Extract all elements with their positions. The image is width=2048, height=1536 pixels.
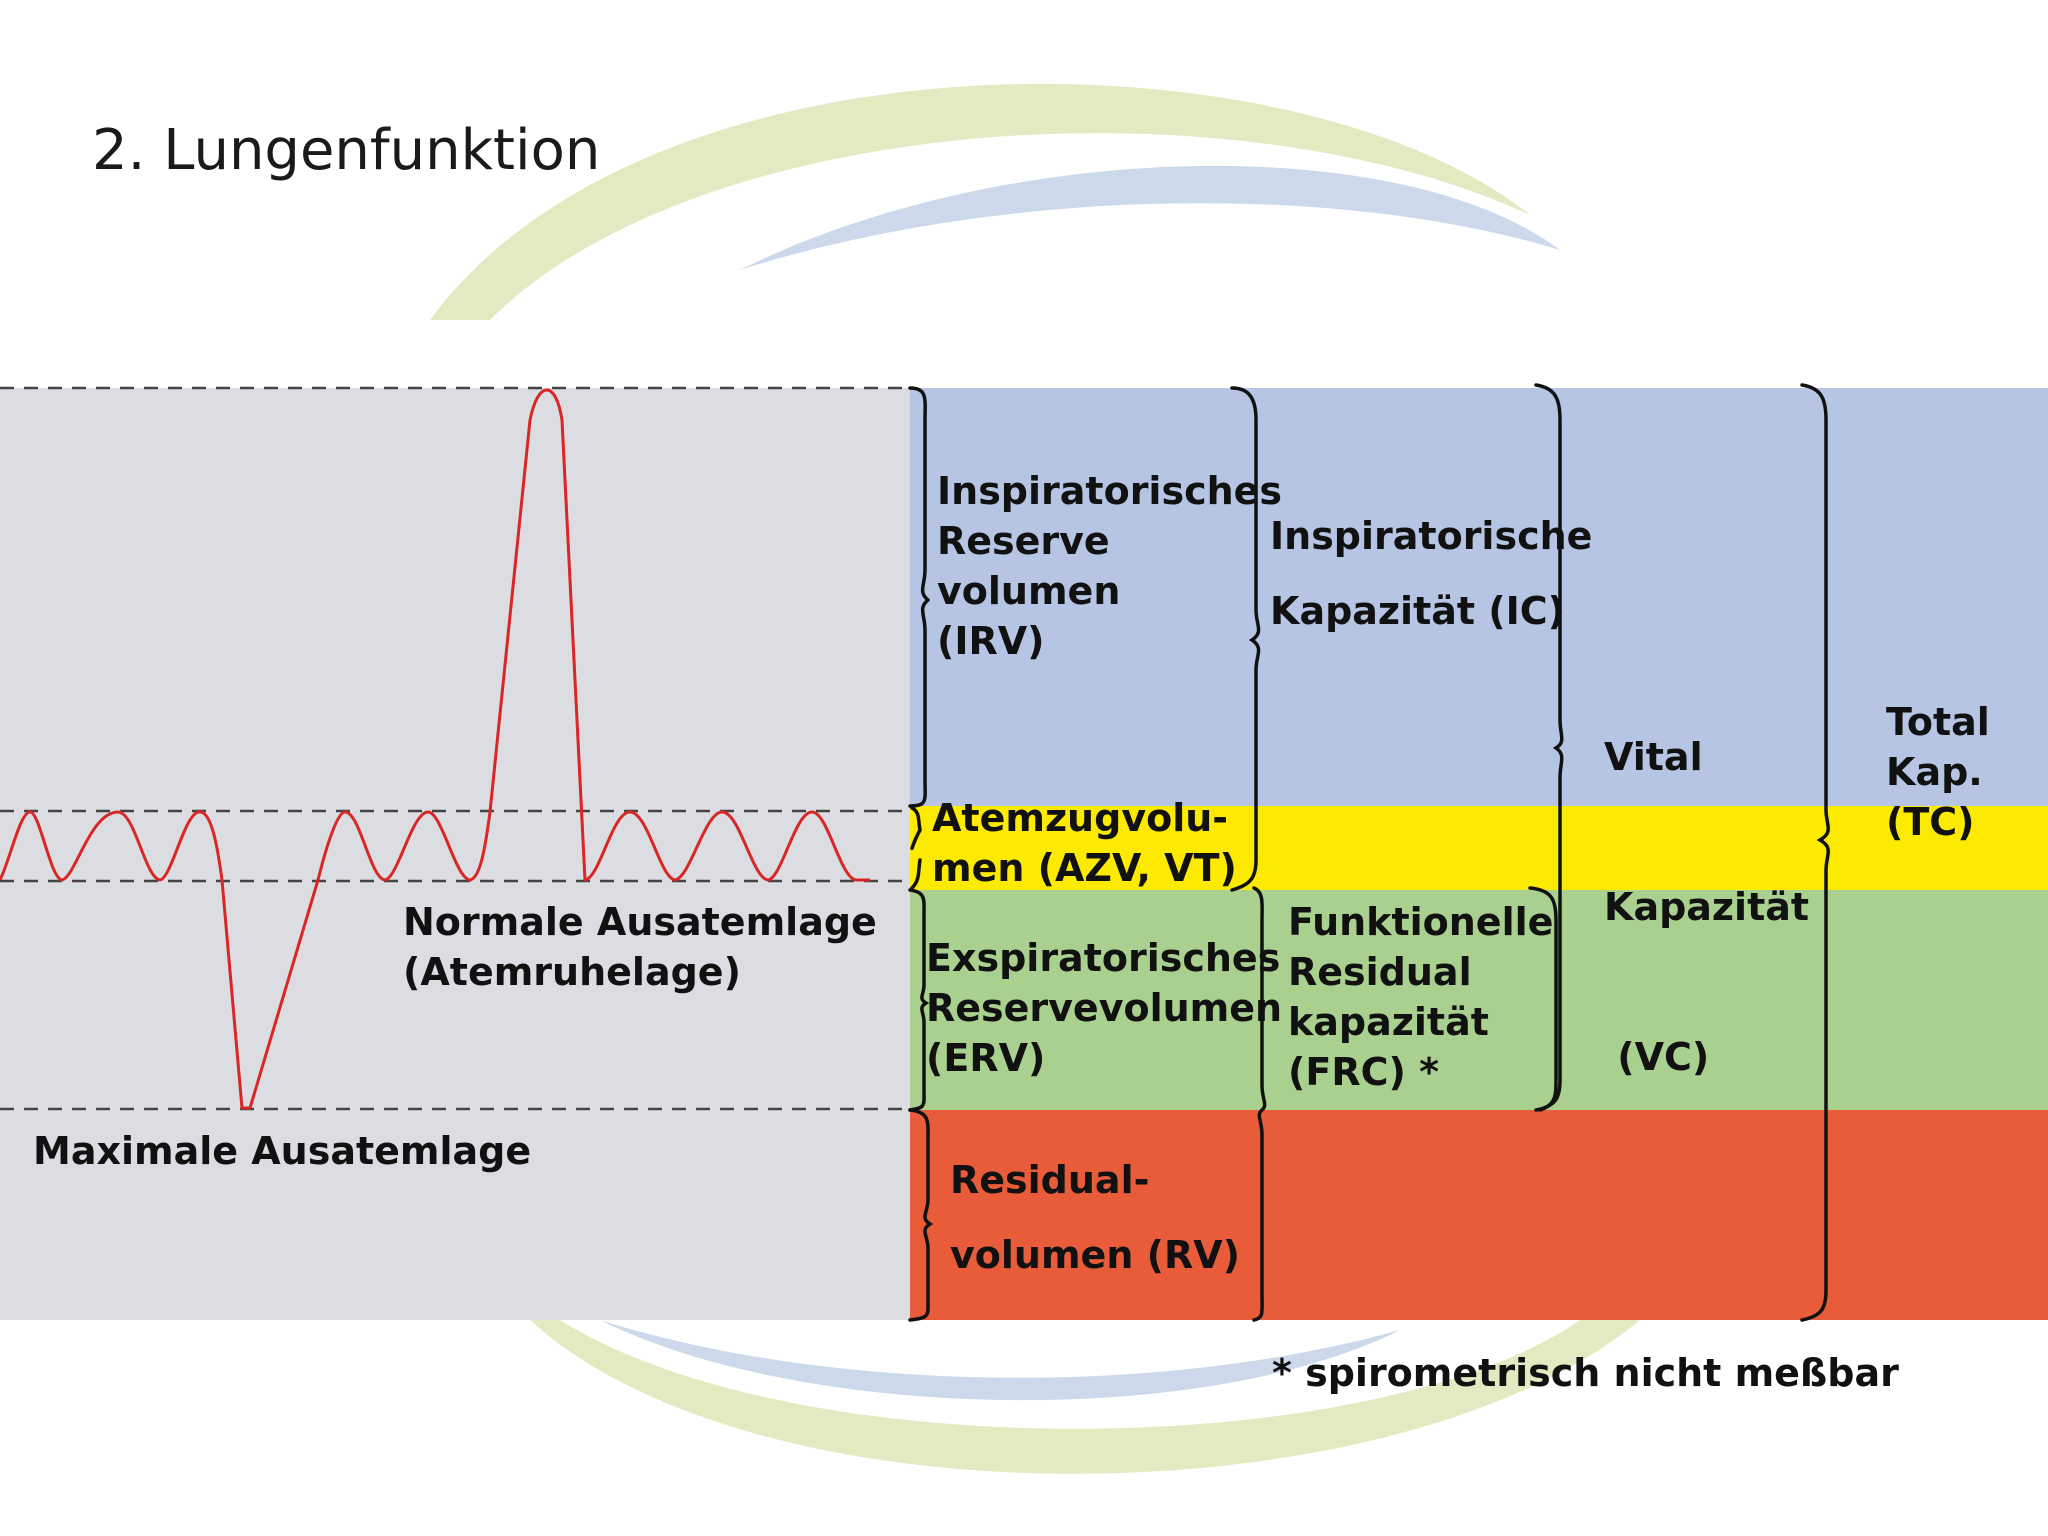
irv-line3: volumen bbox=[937, 569, 1121, 613]
frc-line1: Funktionelle bbox=[1288, 900, 1554, 944]
tc-line3: (TC) bbox=[1886, 800, 1975, 844]
vc-line1: Vital bbox=[1604, 735, 1703, 779]
graph-background bbox=[0, 388, 910, 1320]
tidal-line1: Atemzugvolu- bbox=[932, 796, 1229, 840]
vc-label: Vital Kapazität (VC) bbox=[1604, 632, 1809, 1132]
irv-line1: Inspiratorisches bbox=[937, 469, 1283, 513]
erv-line1: Exspiratorisches bbox=[926, 936, 1281, 980]
normal-expiration-label: Normale Ausatemlage (Atemruhelage) bbox=[403, 897, 877, 997]
tidal-brace bbox=[910, 806, 922, 890]
frc-line2: Residual bbox=[1288, 950, 1472, 994]
tidal-label: Atemzugvolu- men (AZV, VT) bbox=[932, 793, 1237, 893]
vc-brace bbox=[1534, 383, 1564, 1112]
irv-band bbox=[910, 388, 2048, 806]
logo-green-arc bbox=[430, 83, 1530, 320]
rv-line2: volumen (RV) bbox=[950, 1233, 1241, 1277]
logo-green-arc-bottom bbox=[530, 1320, 1640, 1474]
irv-line2: Reserve bbox=[937, 519, 1110, 563]
tc-line1: Total bbox=[1886, 700, 1990, 744]
erv-brace bbox=[908, 888, 930, 1112]
ic-brace bbox=[1230, 386, 1261, 892]
ic-line1: Inspiratorische bbox=[1270, 514, 1593, 558]
ic-label: Inspiratorische Kapazität (IC) bbox=[1270, 499, 1592, 649]
logo-blue-arc bbox=[740, 165, 1560, 270]
footnote: * spirometrisch nicht meßbar bbox=[1272, 1351, 1899, 1395]
frc-brace bbox=[1252, 886, 1267, 1322]
frc-line4: (FRC) * bbox=[1288, 1050, 1439, 1094]
rv-label: Residual- volumen (RV) bbox=[950, 1143, 1240, 1293]
spirogram-trace bbox=[0, 388, 870, 1110]
erv-band bbox=[910, 890, 2048, 1110]
braces bbox=[908, 383, 1830, 1322]
residual-band bbox=[910, 1110, 2048, 1320]
ic-line2: Kapazität (IC) bbox=[1270, 589, 1566, 633]
vc-line2: Kapazität bbox=[1604, 885, 1810, 929]
slide-title: 2. Lungenfunktion bbox=[92, 118, 601, 183]
tidal-line2: men (AZV, VT) bbox=[932, 846, 1237, 890]
tc-label: Total Kap. (TC) bbox=[1886, 697, 1990, 847]
erv-line3: (ERV) bbox=[926, 1036, 1046, 1080]
irv-label: Inspiratorisches Reserve volumen (IRV) bbox=[937, 466, 1282, 666]
erv-label: Exspiratorisches Reservevolumen (ERV) bbox=[926, 933, 1282, 1083]
normal-expiration-line2: (Atemruhelage) bbox=[403, 950, 741, 994]
level-lines bbox=[0, 386, 905, 1111]
frc-line3: kapazität bbox=[1288, 1000, 1489, 1044]
rv-line1: Residual- bbox=[950, 1158, 1150, 1202]
normal-expiration-line1: Normale Ausatemlage bbox=[403, 900, 877, 944]
vc-line3: (VC) bbox=[1604, 1035, 1710, 1079]
tc-line2: Kap. bbox=[1886, 750, 1983, 794]
tidal-band bbox=[910, 806, 2048, 890]
irv-brace bbox=[908, 386, 930, 808]
tc-brace bbox=[1800, 383, 1830, 1322]
frc-label: Funktionelle Residual kapazität (FRC) * bbox=[1288, 897, 1553, 1097]
logo-blue-arc-bottom bbox=[600, 1320, 1400, 1401]
rv-brace bbox=[908, 1108, 934, 1322]
max-expiration-label: Maximale Ausatemlage bbox=[33, 1129, 532, 1173]
irv-line4: (IRV) bbox=[937, 619, 1045, 663]
erv-line2: Reservevolumen bbox=[926, 986, 1283, 1030]
